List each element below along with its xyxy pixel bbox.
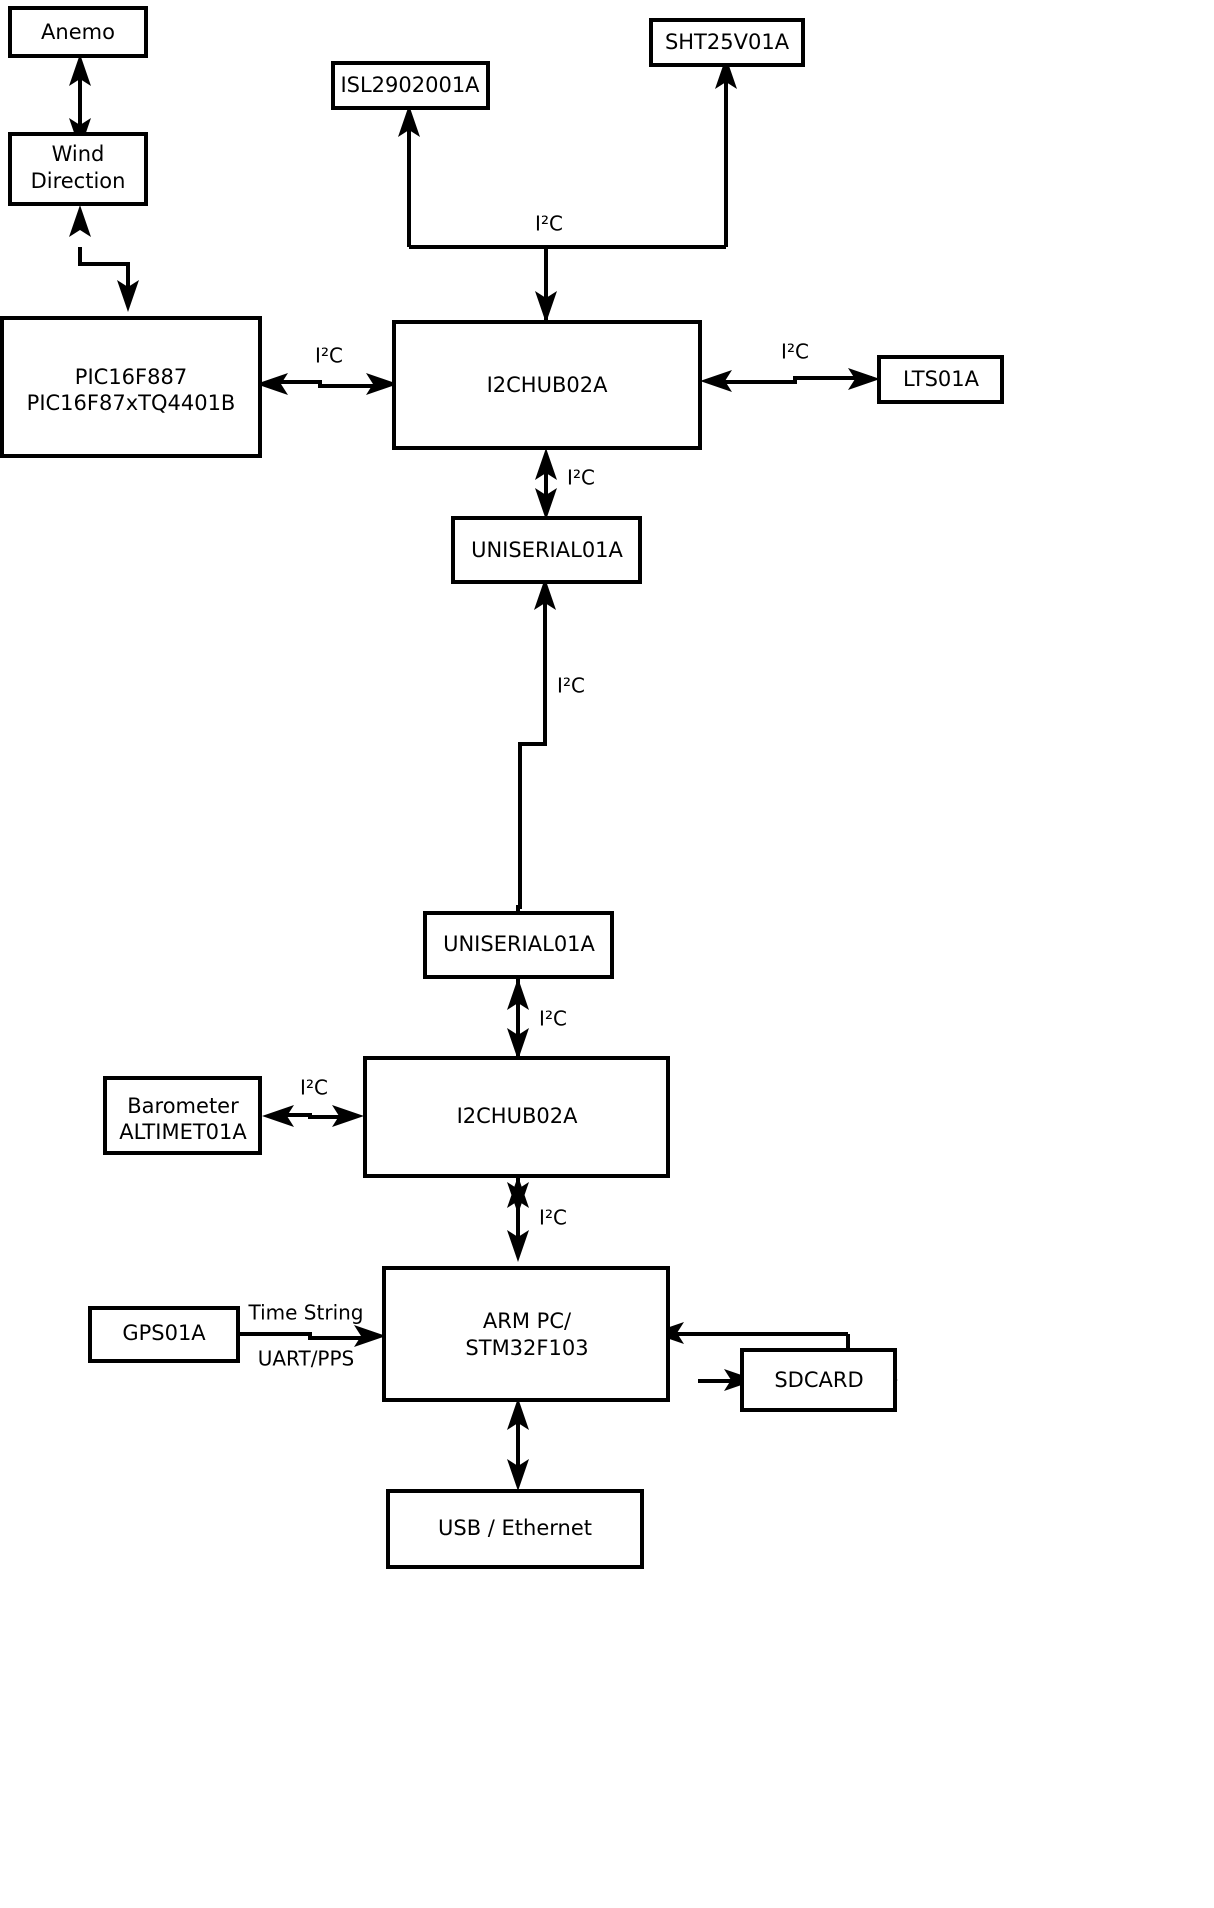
edge-label-uart-pps: UART/PPS [258,1347,355,1371]
arrow-head-down [117,280,139,312]
node-label-barometer-line2: ALTIMET01A [119,1120,247,1144]
edge-hub-top-lts: I²C [700,340,880,392]
arrow-head-up [535,448,557,480]
node-label-hub-top: I2CHUB02A [487,373,609,397]
node-uniserial01a-bottom[interactable]: UNISERIAL01A [423,911,614,979]
node-label-arm-line1: ARM PC/ [483,1309,572,1333]
arrow-head-up [507,978,529,1010]
edge-hub-bottom-arm: I²C [507,1176,567,1262]
node-isl2902001a[interactable]: ISL2902001A [331,61,490,110]
node-i2chub02a-top[interactable]: I2CHUB02A [392,320,702,450]
node-label-arm-line2: STM32F103 [465,1336,588,1360]
edge-hub-top-uniserial: I²C [535,448,595,520]
edge-pic-hub-top: I²C [256,344,398,395]
node-i2chub02a-bottom[interactable]: I2CHUB02A [363,1056,670,1178]
node-label-uniserial-bottom: UNISERIAL01A [443,932,595,956]
arrow-head-up [507,1398,529,1430]
edge-label-i2c: I²C [557,674,585,698]
arrow-head-left [262,1105,294,1127]
node-pic16f887[interactable]: PIC16F887 PIC16F87xTQ4401B [0,316,262,458]
node-uniserial01a-top[interactable]: UNISERIAL01A [451,516,642,584]
node-barometer-altimet01a[interactable]: Barometer ALTIMET01A [103,1076,262,1155]
node-label-gps: GPS01A [122,1321,206,1345]
arrow-head-right [366,373,398,395]
node-anemo[interactable]: Anemo [8,6,148,58]
arrow-head-up [69,54,91,86]
node-label-sdcard: SDCARD [774,1368,863,1392]
edge-pic-wind [69,205,139,312]
node-label-sht: SHT25V01A [665,30,790,54]
arrow-head-up [507,1176,529,1208]
node-label-hub-bottom: I2CHUB02A [457,1104,579,1128]
node-sht25v01a[interactable]: SHT25V01A [649,18,805,67]
edge-label-i2c: I²C [535,212,563,236]
arrow-head-down [507,1230,529,1262]
edge-label-i2c: I²C [567,466,595,490]
edge-label-i2c: I²C [315,344,343,368]
node-usb-ethernet[interactable]: USB / Ethernet [386,1489,644,1569]
edge-label-i2c: I²C [781,340,809,364]
node-label-wind-line2: Direction [31,169,126,193]
edge-label-i2c: I²C [539,1206,567,1230]
edge-uniserial-hub-bottom: I²C [507,978,567,1060]
node-label-barometer-line1: Barometer [127,1094,239,1118]
arrow-head-down [535,291,557,323]
node-label-lts: LTS01A [903,367,980,391]
arrow-head-up [534,578,556,610]
edge-arm-usb [507,1398,529,1491]
arrow-head-up [69,205,91,237]
node-arm-pc-stm32f103[interactable]: ARM PC/ STM32F103 [382,1266,670,1402]
node-label-pic-line2: PIC16F87xTQ4401B [27,391,236,415]
arrow-head-right [332,1105,364,1127]
edge-label-i2c: I²C [300,1076,328,1100]
node-gps01a[interactable]: GPS01A [88,1306,240,1363]
node-label-uniserial-top: UNISERIAL01A [471,538,623,562]
edge-label-i2c: I²C [539,1007,567,1031]
node-label-usb: USB / Ethernet [438,1516,592,1540]
edge-hub-top-bus: I²C [398,57,737,323]
node-wind-direction[interactable]: Wind Direction [8,132,148,206]
arrow-head-left [700,370,732,392]
arrow-head-right [354,1325,386,1347]
node-label-isl: ISL2902001A [340,73,480,97]
arrow-head-down [507,1028,529,1060]
node-lts01a[interactable]: LTS01A [877,355,1004,404]
node-label-anemo: Anemo [41,20,115,44]
node-label-wind-line1: Wind [52,142,105,166]
arrow-head-right [848,368,880,390]
edge-barometer-hub-bottom: I²C [262,1076,364,1127]
node-sdcard[interactable]: SDCARD [740,1348,897,1412]
arrow-head-left [256,373,288,395]
arrow-head-up [715,57,737,89]
edge-gps-arm: Time String UART/PPS [240,1301,386,1371]
arrow-head-up [398,105,420,137]
arrow-head-down [535,488,557,520]
edge-label-time-string: Time String [248,1301,364,1325]
arrow-head-down [507,1459,529,1491]
node-label-pic-line1: PIC16F887 [75,365,187,389]
